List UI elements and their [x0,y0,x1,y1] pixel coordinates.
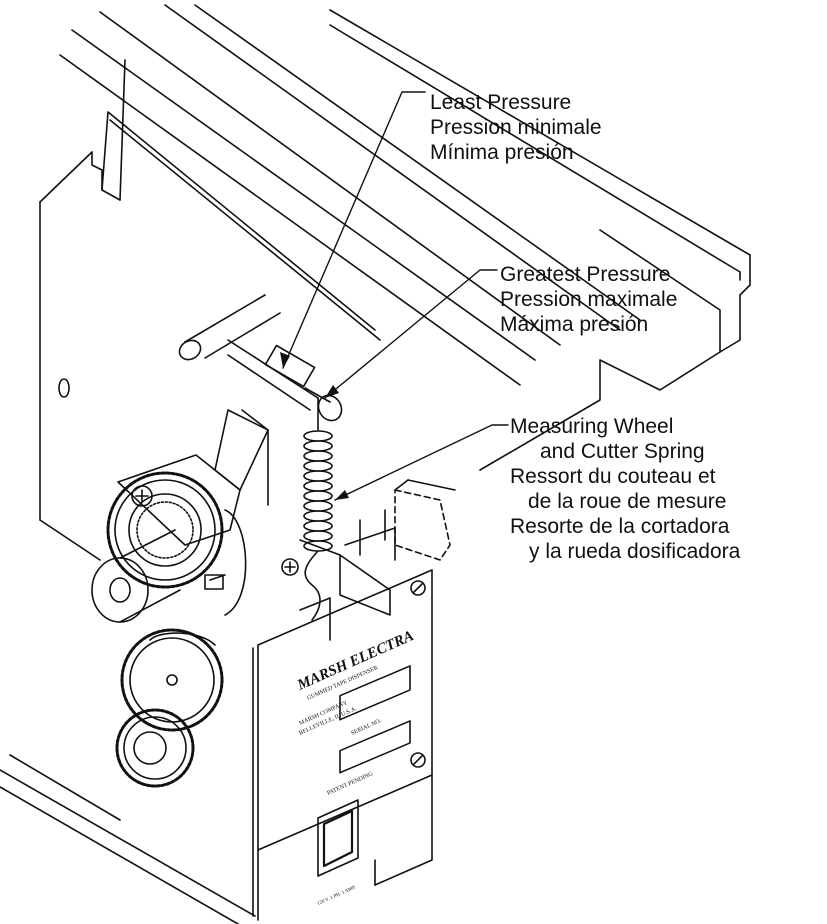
callout-spring: Measuring Wheel and Cutter Spring Ressor… [510,414,740,564]
spring-fr-2: de la roue de mesure [528,490,727,513]
greatest-pressure-es: Máxima presión [500,313,649,336]
least-pressure-es: Mínima presión [430,141,574,164]
nameplate-brand: MARSH ELECTRA [294,628,416,694]
least-pressure-en: Least Pressure [430,91,572,114]
measuring-wheel-bracket [299,479,456,616]
callout-least-pressure: Least Pressure Pression minimale Mínima … [430,90,602,165]
housing-top-edges [59,4,751,386]
housing-right-edge [479,229,751,471]
coil-spring [303,397,333,621]
spring-fr-1: Ressort du couteau et [510,465,716,488]
greatest-pressure-en: Greatest Pressure [500,263,671,286]
nameplate-rating: 120 V. 1 PH. 1 AMP. [317,885,357,907]
spring-es-2: y la rueda dosificadora [529,540,741,563]
least-pressure-fr: Pression minimale [430,116,602,139]
housing-side-panel [39,59,381,561]
leader-lines [282,91,509,501]
lower-gear [115,708,195,788]
gear-hub [91,509,247,623]
cutter-blade [214,409,269,506]
front-panel [252,569,433,921]
spring-en-1: Measuring Wheel [510,415,674,438]
greatest-pressure-fr: Pression maximale [500,288,678,311]
callout-greatest-pressure: Greatest Pressure Pression maximale Máxi… [500,262,677,337]
rod-pins [178,294,343,422]
nameplate-patent: PATENT PENDING [326,771,374,797]
spring-en-2: and Cutter Spring [540,440,705,463]
housing-base [0,754,256,924]
spring-es-1: Resorte de la cortadora [510,515,730,538]
large-gear [106,471,224,589]
leader-arrowheads [280,352,349,500]
rocker-switch [317,799,359,877]
nameplate-text: MARSH ELECTRA GUMMED TAPE DISPENSER MARS… [294,628,416,907]
